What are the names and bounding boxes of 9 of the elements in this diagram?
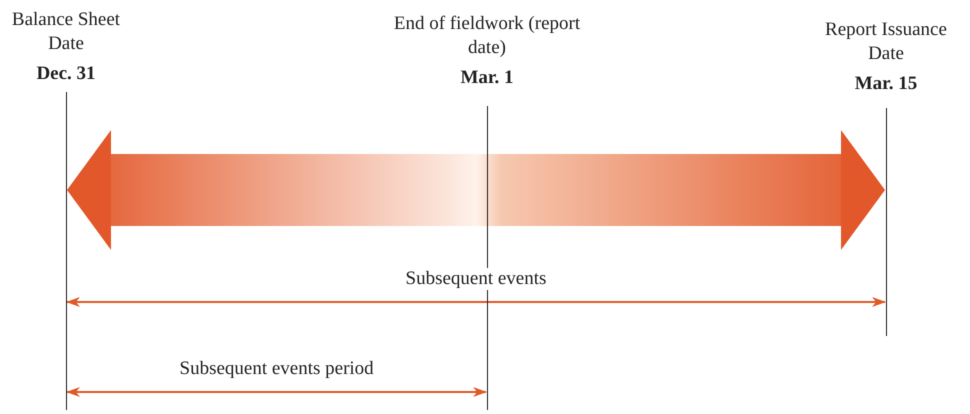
double-arrow <box>67 130 885 250</box>
arrow <box>66 297 886 307</box>
date-label: Dec. 31 <box>36 62 96 86</box>
milestone-label: Balance Sheet Date <box>11 8 121 56</box>
arrow <box>66 387 487 397</box>
date-label: Mar. 15 <box>854 72 918 96</box>
milestone-label: Report Issuance Date <box>824 18 948 66</box>
date-label: Mar. 1 <box>460 66 514 90</box>
milestone-label: End of fieldwork (report date) <box>392 12 582 60</box>
